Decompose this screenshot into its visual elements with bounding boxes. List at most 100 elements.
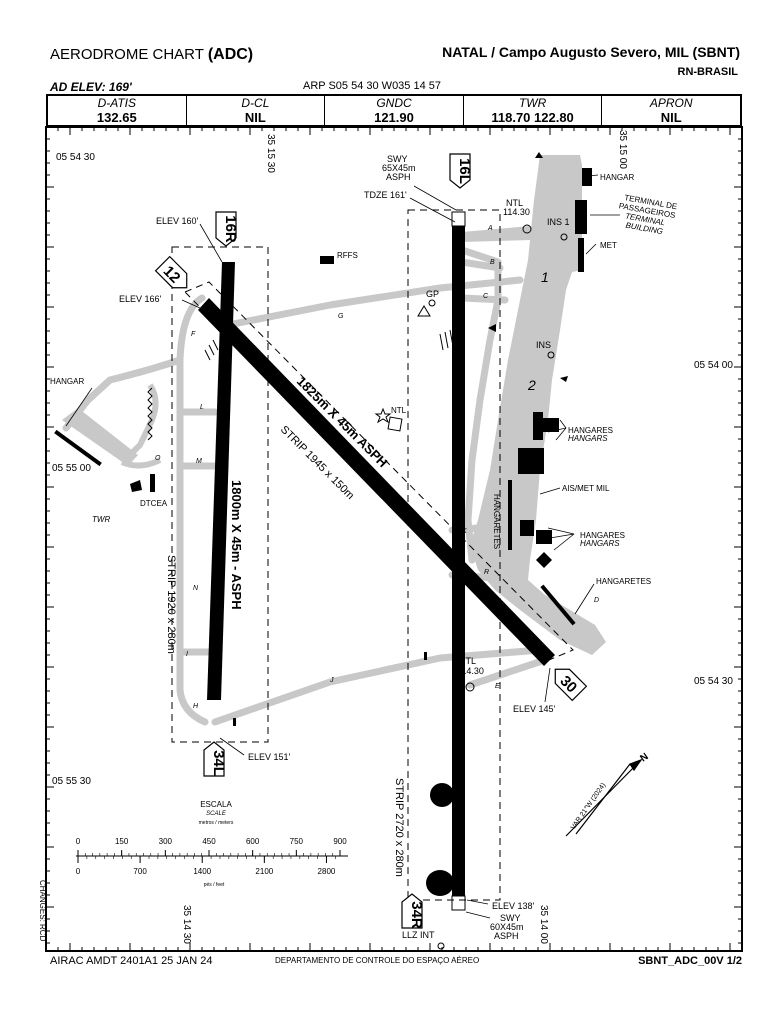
runway-16r-34l [207,262,235,700]
rwy-bulge-2 [426,870,454,896]
scale-m-label: 750 [290,837,304,846]
taxiway-e [466,656,549,689]
freq-apron: APRON NIL [602,96,740,125]
taxiway-hangar-left [62,356,184,432]
lon-label-bottom-2: 35 14 00 [538,905,549,944]
taxiway-letter-k: K [462,528,467,535]
taxiway-letter-n: N [193,585,199,592]
taxiway-letter-g: G [338,313,344,320]
freq-value: 132.65 [96,109,137,125]
twr-icon [130,480,142,492]
swy-top [451,211,466,227]
freq-value: NIL [660,109,682,125]
lon-label-bottom-1: 35 14 30 [181,905,192,944]
scale-unit-ft: pés / feet [204,882,225,888]
changes-label: CHANGES: RCD [38,880,47,942]
freq-name: D-ATIS [97,95,137,110]
elev-151-label: ELEV 151' [248,752,291,762]
gp-icon [428,299,436,307]
lat-label-top: 05 54 30 [56,152,95,163]
hangar-bldg-3 [518,448,544,474]
scale-m-label: 300 [159,837,173,846]
taxiway-letter-m: M [196,458,202,465]
svg-text:16L: 16L [456,158,473,184]
swy-bot-label: SWY [500,913,521,923]
left-hangar-bldg [54,429,102,467]
strip-16r-label: STRIP 1920 x 280m [165,555,177,654]
airport-name: NATAL / Campo Augusto Severo, MIL (SBNT) [442,44,740,60]
hangaretes-bar-2 [540,584,576,626]
main-apron [470,155,606,655]
taxiway-letter-d: D [594,597,599,604]
ntl-top-label: NTL [506,198,523,208]
twr-label: TWR [92,515,110,524]
scale-subtitle: SCALE [206,811,227,817]
ntl-top-icon [522,224,532,234]
hangar-bldg-4 [520,520,534,536]
scale-unit-m: metros / meters [199,820,234,826]
lat-label-left-1: 05 55 00 [52,463,91,474]
freq-value: 121.90 [374,109,414,125]
lat-label-right-2: 05 54 30 [694,676,733,687]
rwy-mark-1 [424,652,427,660]
taxiway-j [211,646,544,726]
aismet-label: AIS/MET MIL [562,484,610,493]
leader-lines [65,174,620,919]
taxiway-letter-i: I [186,651,188,658]
rwy-16l-box: 16L [449,153,473,189]
freq-gndc: GNDC 121.90 [325,96,464,125]
swy-top-label: SWY [387,154,408,164]
scale-ft-label: 2100 [255,867,273,876]
ntl-top-freq: 114.30 [503,207,530,217]
svg-text:34R: 34R [408,901,425,929]
gp-label: GP [426,289,439,299]
rwy-12-box: 12 [154,255,188,289]
hangaretes-bar [508,480,512,550]
navaids [374,224,568,950]
elev-160-label: ELEV 160' [156,216,199,226]
freq-name: GNDC [376,95,412,110]
airac-amendment: AIRAC AMDT 2401A1 25 JAN 24 [50,955,213,967]
taxiway-letter-l: L [200,404,204,411]
department-label: DEPARTAMENTO DE CONTROLE DO ESPAÇO AÉREO [275,956,480,965]
freq-twr: TWR 118.70 122.80 [464,96,603,125]
hangaretes-right-label: HANGARETES [596,577,651,586]
magvar-label: VAR 21°W (2024) [569,781,607,831]
strip-16l-label: STRIP 2720 x 280m [393,778,405,877]
hangar-left-label: HANGAR [50,377,84,386]
scale-m-label: 0 [76,837,81,846]
hangar-bldg-5 [536,530,552,544]
hangaretes-vertical-label: HANGARETES [492,494,501,549]
chart-reference: SBNT_ADC_00V 1/2 [638,955,742,967]
runway-strips [171,209,574,901]
rwy-16r-box: 16R [215,211,239,247]
rffs-bldg [320,256,334,264]
taxiway-letter-j: J [329,677,334,684]
ntl-mid-icon [387,416,403,432]
taxiways [62,246,549,726]
taxiway-west-parallel [176,294,209,726]
scale-m-label: 600 [246,837,260,846]
hangar-bldg-1 [533,412,543,440]
llz-label: LLZ INT [402,930,435,940]
scale-title: ESCALA [200,800,232,809]
scale-ft-label: 1400 [193,867,211,876]
elev-145-label: ELEV 145' [513,704,556,714]
taxiway-letter-b: B [490,259,495,266]
swy-bot-surface: ASPH [494,931,519,941]
scale-ft-label: 700 [133,867,147,876]
rwy-34r-box: 34R [401,893,425,929]
map-labels: SWY 65X45m ASPH TDZE 161' ELEV 160' ELEV… [38,154,678,942]
connector-a [462,226,532,242]
rwy-hatch [204,329,454,361]
stopways [451,211,466,911]
runways [198,226,555,896]
chart-title: AERODROME CHART (ADC) [50,46,254,63]
taxiway-g [224,276,524,329]
rwy-designators: 16L 16R 34L 34R 12 30 [154,153,588,929]
hangar-top-bldg [582,168,592,186]
lat-label-left-2: 05 55 30 [52,776,91,787]
dims-16l: 2600m X 45m ASPH [453,717,468,839]
